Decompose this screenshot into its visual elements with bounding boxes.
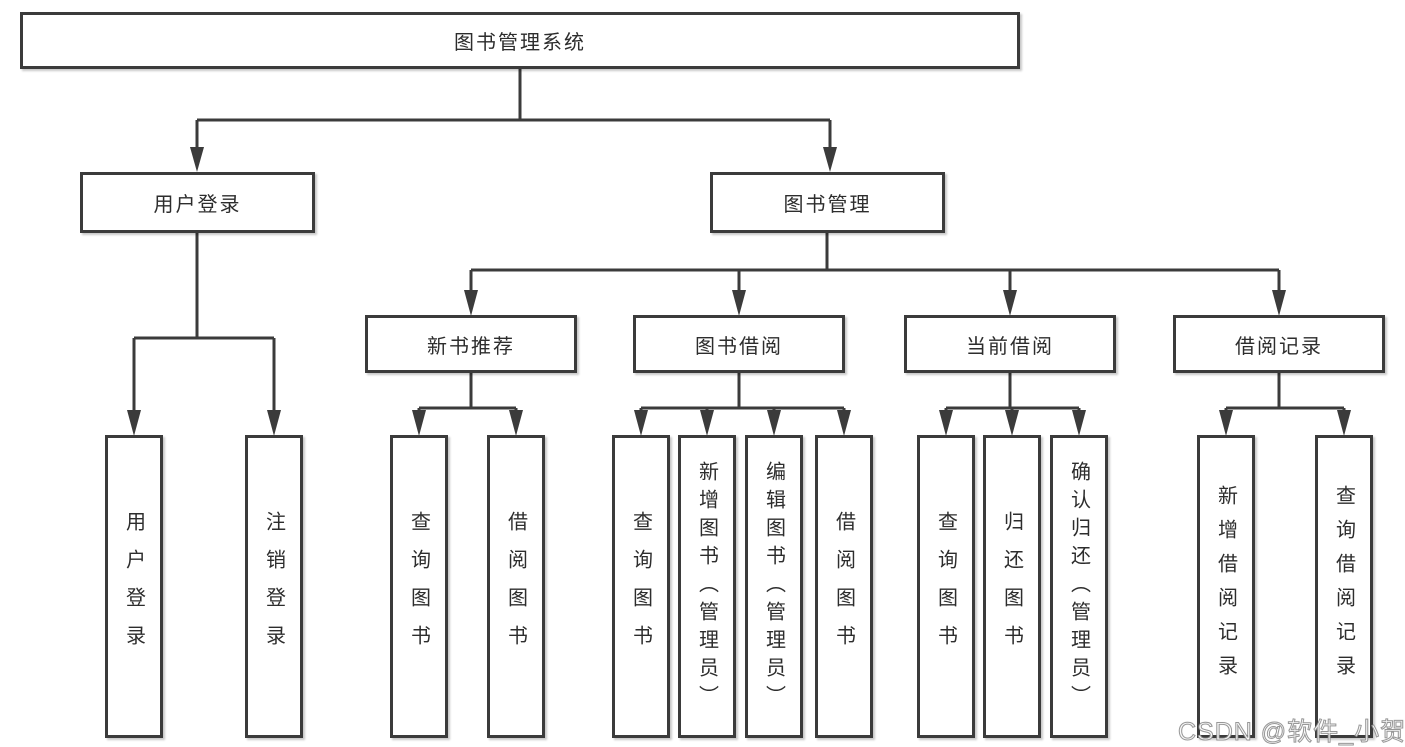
leaf-confirm-return-admin: 确认归还（管理员）	[1050, 435, 1108, 738]
leaf-query-borrow-record: 查询借阅记录	[1315, 435, 1373, 738]
leaf-add-borrow-record: 新增借阅记录	[1197, 435, 1255, 738]
leaf-logout: 注销登录	[245, 435, 303, 738]
leaf-query-books-current-label: 查询图书	[934, 510, 957, 663]
leaf-edit-books-admin: 编辑图书（管理员）	[745, 435, 803, 738]
leaf-edit-books-admin-label: 编辑图书（管理员）	[762, 460, 785, 713]
leaf-logout-label: 注销登录	[262, 510, 285, 663]
leaf-borrow-books-recommend-label: 借阅图书	[504, 510, 527, 663]
leaf-add-books-admin-label: 新增图书（管理员）	[695, 460, 718, 713]
node-borrow-records-label: 借阅记录	[1235, 335, 1323, 358]
leaf-user-login: 用户登录	[105, 435, 163, 738]
leaf-return-books: 归还图书	[983, 435, 1041, 738]
leaf-query-books-recommend: 查询图书	[390, 435, 448, 738]
node-book-borrow: 图书借阅	[633, 315, 845, 373]
node-root: 图书管理系统	[20, 12, 1020, 69]
node-book-borrow-label: 图书借阅	[695, 335, 783, 358]
leaf-query-books-current: 查询图书	[917, 435, 975, 738]
node-root-label: 图书管理系统	[454, 32, 586, 54]
leaf-borrow-books-label: 借阅图书	[832, 510, 855, 663]
leaf-return-books-label: 归还图书	[1000, 510, 1023, 663]
node-user-login-label: 用户登录	[153, 194, 242, 216]
watermark: CSDN @软件_小贺同学	[1177, 718, 1405, 747]
node-current-borrow-label: 当前借阅	[966, 335, 1054, 358]
node-user-login: 用户登录	[80, 172, 315, 233]
leaf-query-books-borrow: 查询图书	[612, 435, 670, 738]
node-borrow-records: 借阅记录	[1173, 315, 1385, 373]
leaf-query-borrow-record-label: 查询借阅记录	[1332, 484, 1355, 689]
leaf-add-borrow-record-label: 新增借阅记录	[1214, 484, 1237, 689]
node-book-management: 图书管理	[710, 172, 945, 233]
leaf-confirm-return-admin-label: 确认归还（管理员）	[1067, 460, 1090, 713]
leaf-borrow-books-recommend: 借阅图书	[487, 435, 545, 738]
leaf-borrow-books: 借阅图书	[815, 435, 873, 738]
node-current-borrow: 当前借阅	[904, 315, 1116, 373]
leaf-query-books-borrow-label: 查询图书	[629, 510, 652, 663]
leaf-user-login-label: 用户登录	[122, 510, 145, 663]
node-new-book-recommend-label: 新书推荐	[427, 335, 515, 358]
leaf-query-books-recommend-label: 查询图书	[407, 510, 430, 663]
node-book-management-label: 图书管理	[783, 194, 872, 216]
node-new-book-recommend: 新书推荐	[365, 315, 577, 373]
leaf-add-books-admin: 新增图书（管理员）	[678, 435, 736, 738]
